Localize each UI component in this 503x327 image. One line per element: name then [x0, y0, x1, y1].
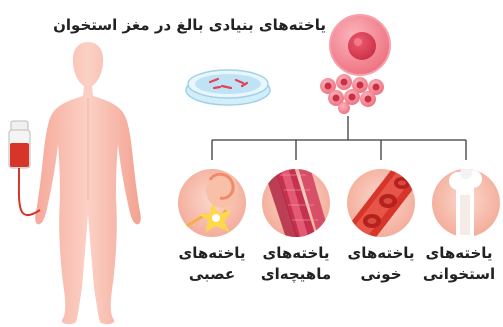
diagram-title: یاخته‌های بنیادی بالغ در مغز استخوان: [26, 16, 326, 34]
label-blood-cells: یاخته‌های خونی: [336, 243, 426, 285]
label-bone-line1: یاخته‌های: [414, 243, 503, 264]
stem-cell-icon: [330, 15, 390, 75]
label-muscle-cells: یاخته‌های ماهیچه‌ای: [251, 243, 341, 285]
label-nerve-cells: یاخته‌های عصبی: [167, 243, 257, 285]
label-blood-line1: یاخته‌های: [336, 243, 426, 264]
cell-cluster-icon: [320, 74, 384, 114]
label-bone-cells: یاخته‌های استخوانی: [414, 243, 503, 285]
label-muscle-line2: ماهیچه‌ای: [251, 264, 341, 285]
blood-cell-icon: [345, 165, 420, 245]
nerve-cell-icon: [178, 169, 246, 237]
petri-dish-icon: [186, 70, 270, 105]
label-bone-line2: استخوانی: [414, 264, 503, 285]
label-blood-line2: خونی: [336, 264, 426, 285]
label-nerve-line2: عصبی: [167, 264, 257, 285]
label-muscle-line1: یاخته‌های: [251, 243, 341, 264]
bone-cell-icon: [432, 167, 500, 245]
human-body-figure: [35, 42, 141, 324]
label-nerve-line1: یاخته‌های: [167, 243, 257, 264]
muscle-cell-icon: [262, 160, 334, 250]
iv-blood-bag-icon: [9, 121, 40, 215]
tree-connector: [212, 116, 466, 160]
